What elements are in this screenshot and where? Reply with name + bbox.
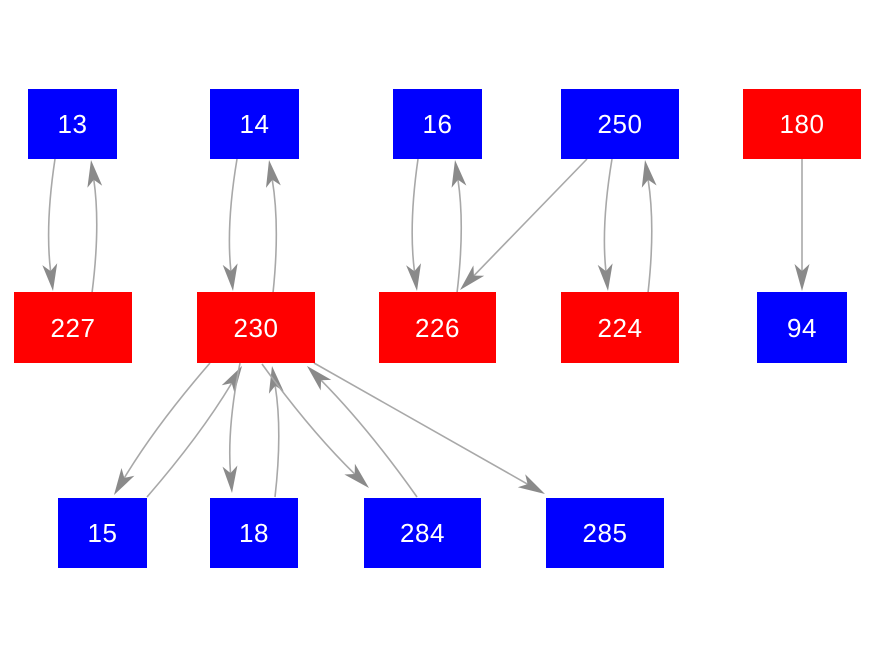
edge-250-224 bbox=[603, 158, 613, 272]
graph-node-230: 230 bbox=[197, 292, 315, 363]
edge-250-226 bbox=[473, 158, 588, 277]
node-label-226: 226 bbox=[415, 312, 460, 343]
node-label-13: 13 bbox=[57, 109, 88, 139]
arrowhead-230-18 bbox=[222, 465, 238, 493]
graph-node-227: 227 bbox=[14, 292, 132, 363]
edge-230-285 bbox=[313, 362, 528, 485]
arrowhead-227-13 bbox=[87, 160, 103, 188]
edge-230-14 bbox=[271, 179, 278, 294]
edge-284-230 bbox=[320, 379, 418, 498]
arrowhead-230-284 bbox=[344, 463, 369, 488]
edge-226-16 bbox=[456, 179, 463, 294]
arrowhead-230-285 bbox=[517, 474, 545, 494]
node-label-284: 284 bbox=[400, 518, 445, 548]
graph-node-13: 13 bbox=[28, 89, 117, 159]
arrowhead-15-230 bbox=[221, 366, 242, 393]
edge-227-13 bbox=[91, 179, 98, 294]
edge-230-18 bbox=[228, 362, 241, 474]
arrowhead-14-230 bbox=[222, 263, 238, 291]
graph-node-18: 18 bbox=[210, 498, 298, 568]
arrowhead-18-230 bbox=[268, 366, 284, 394]
edge-18-230 bbox=[274, 385, 280, 498]
edge-14-230 bbox=[228, 158, 238, 272]
node-label-94: 94 bbox=[787, 312, 817, 343]
arrowhead-250-226 bbox=[460, 265, 485, 290]
edge-16-226 bbox=[411, 158, 419, 272]
edge-224-250 bbox=[647, 179, 653, 294]
arrowhead-284-230 bbox=[307, 366, 332, 391]
node-label-230: 230 bbox=[233, 312, 279, 343]
node-label-14: 14 bbox=[239, 109, 270, 139]
node-label-18: 18 bbox=[239, 518, 269, 548]
node-label-285: 285 bbox=[582, 518, 628, 548]
graph-node-180: 180 bbox=[743, 89, 861, 159]
arrowhead-230-15 bbox=[114, 468, 135, 495]
edge-13-227 bbox=[47, 158, 56, 272]
arrowhead-226-16 bbox=[451, 160, 467, 188]
graph-node-226: 226 bbox=[379, 292, 496, 363]
node-label-227: 227 bbox=[50, 312, 96, 343]
graph-node-14: 14 bbox=[210, 89, 299, 159]
graph-node-15: 15 bbox=[58, 498, 147, 568]
graph-node-16: 16 bbox=[393, 89, 482, 159]
arrowhead-250-224 bbox=[597, 263, 613, 291]
node-label-180: 180 bbox=[779, 109, 825, 139]
graph-node-250: 250 bbox=[561, 89, 679, 159]
node-label-16: 16 bbox=[422, 109, 453, 139]
arrowhead-230-14 bbox=[266, 160, 281, 188]
graph-node-224: 224 bbox=[561, 292, 679, 363]
edge-15-230 bbox=[146, 382, 233, 498]
arrowhead-224-250 bbox=[641, 160, 657, 188]
node-label-250: 250 bbox=[597, 109, 643, 139]
node-label-224: 224 bbox=[597, 312, 643, 343]
arrowhead-13-227 bbox=[42, 263, 58, 291]
node-label-15: 15 bbox=[87, 518, 118, 548]
graph-node-284: 284 bbox=[364, 498, 481, 568]
edge-230-284 bbox=[261, 363, 356, 475]
arrowhead-16-226 bbox=[406, 263, 421, 291]
edge-230-15 bbox=[123, 362, 211, 479]
arrowhead-180-94 bbox=[794, 264, 810, 291]
graph-node-285: 285 bbox=[546, 498, 664, 568]
graph-node-94: 94 bbox=[757, 292, 847, 363]
